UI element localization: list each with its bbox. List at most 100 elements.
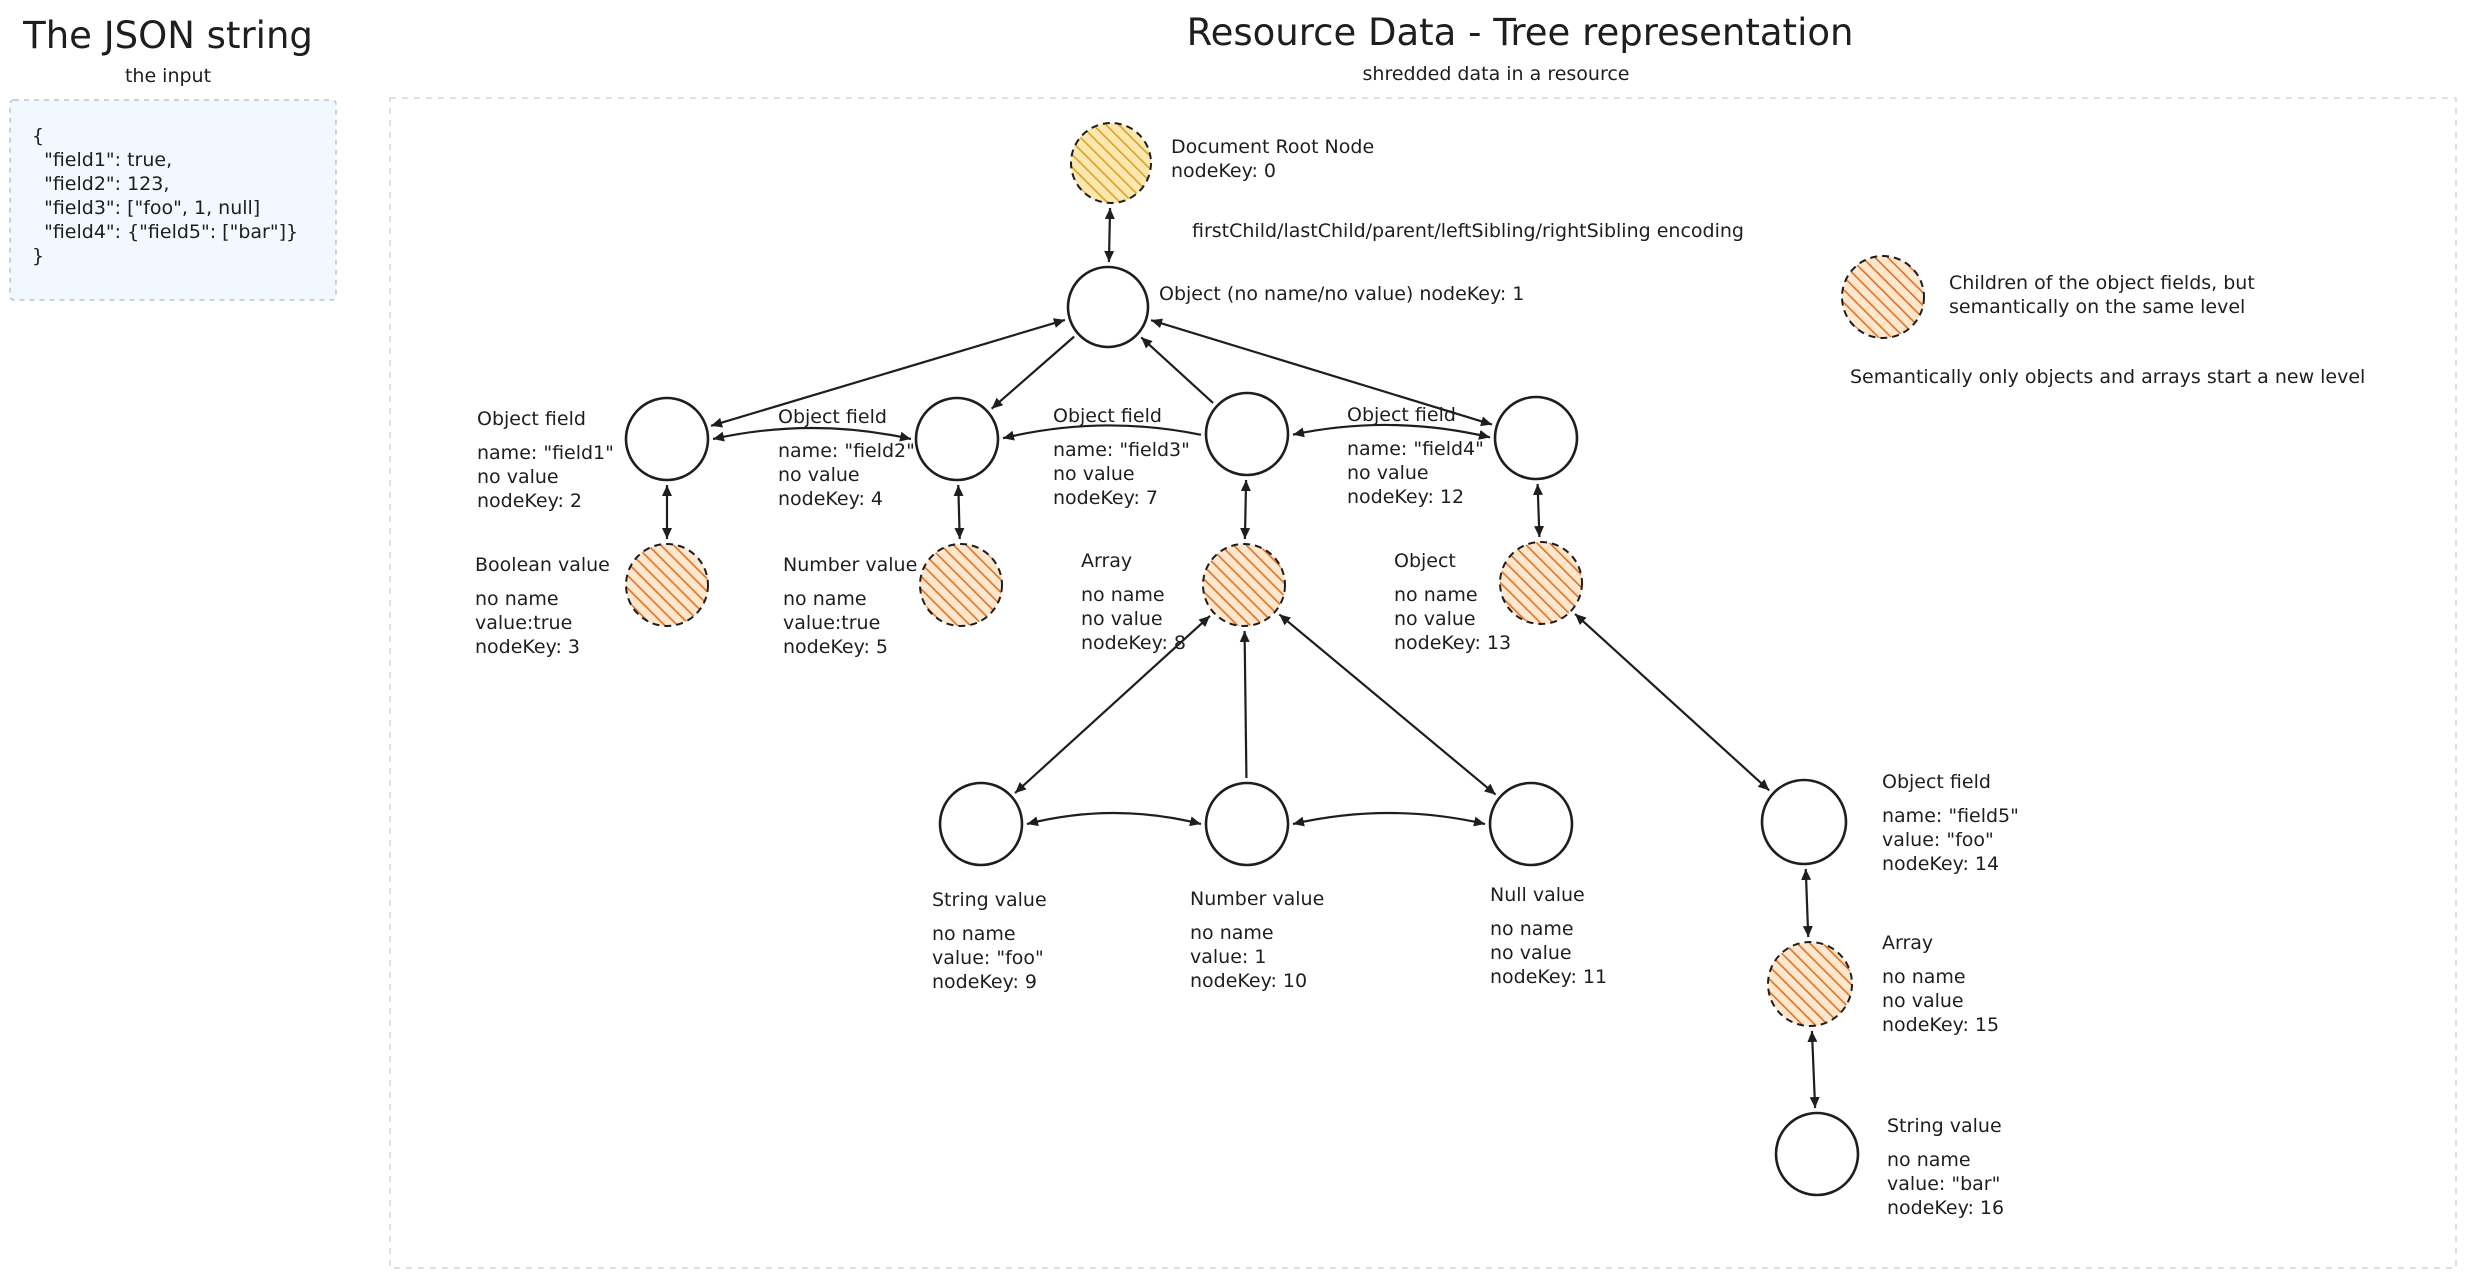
node-label-title: Object field bbox=[1347, 404, 1456, 426]
edge-arrow bbox=[1240, 479, 1251, 540]
json-line: "field4": {"field5": ["bar"]} bbox=[32, 221, 298, 243]
node-label-line: nodeKey: 7 bbox=[1053, 487, 1158, 509]
node-label-line: value: "foo" bbox=[1882, 829, 1994, 851]
node-label: Object (no name/no value) nodeKey: 1 bbox=[1159, 283, 1524, 305]
legend-note: Children of the object fields, but seman… bbox=[1949, 272, 2261, 318]
node-label-line: nodeKey: 11 bbox=[1490, 966, 1607, 988]
edge-arrow bbox=[1140, 336, 1214, 404]
node-circle bbox=[938, 781, 1024, 867]
tree-node-object: Object (no name/no value) nodeKey: 1 bbox=[1066, 265, 1524, 349]
json-line: "field2": 123, bbox=[32, 173, 169, 195]
hatched-node-circle bbox=[1499, 541, 1583, 625]
edges-layer bbox=[662, 207, 1820, 1109]
node-label-title: String value bbox=[932, 889, 1047, 911]
legend-note-line: semantically on the same level bbox=[1949, 296, 2245, 318]
node-label-line: no name bbox=[1081, 584, 1165, 606]
node-label-title: String value bbox=[1887, 1115, 2002, 1137]
node-label-title: Object field bbox=[778, 406, 887, 428]
node-label-title: Array bbox=[1882, 932, 1933, 954]
node-label-line: no value bbox=[1347, 462, 1429, 484]
node-label-line: no name bbox=[783, 588, 867, 610]
json-line: "field1": true, bbox=[32, 149, 172, 171]
node-label-line: no name bbox=[1490, 918, 1574, 940]
node-label-line: no name bbox=[1394, 584, 1478, 606]
hatched-node-circle bbox=[625, 543, 709, 627]
edge-arrow bbox=[1807, 1030, 1820, 1109]
node-label-line: value:true bbox=[475, 612, 572, 634]
edge-arrow bbox=[1292, 811, 1486, 827]
edge-arrow bbox=[710, 318, 1066, 428]
node-label-line: name: "field2" bbox=[778, 440, 915, 462]
edge-arrow bbox=[1532, 483, 1545, 538]
node-label-line: nodeKey: 9 bbox=[932, 971, 1037, 993]
node-label-line: nodeKey: 8 bbox=[1081, 632, 1186, 654]
node-label-line: name: "field5" bbox=[1882, 805, 2019, 827]
node-label-title: Array bbox=[1081, 550, 1132, 572]
level-note: Semantically only objects and arrays sta… bbox=[1850, 366, 2365, 388]
legend-note-line: Children of the object fields, but bbox=[1949, 272, 2255, 294]
node-label-line: no name bbox=[1882, 966, 1966, 988]
edge-arrow bbox=[1014, 615, 1211, 794]
node-label-line: value:true bbox=[783, 612, 880, 634]
node-circle bbox=[914, 396, 1000, 482]
node-circle bbox=[1760, 778, 1848, 866]
json-line: { bbox=[32, 125, 44, 147]
node-label-title: Document Root Node bbox=[1171, 136, 1374, 158]
node-label-line: no value bbox=[477, 466, 559, 488]
node-circle bbox=[1204, 391, 1290, 477]
edge-arrow bbox=[1574, 613, 1770, 792]
node-label: Object field name: "field5"value: "foo"no… bbox=[1882, 771, 2019, 875]
node-label-title: Boolean value bbox=[475, 554, 610, 576]
node-circle bbox=[1488, 781, 1574, 867]
node-label-line: no value bbox=[1053, 463, 1135, 485]
edge-arrow bbox=[1026, 811, 1202, 827]
hatched-node-circle bbox=[1841, 255, 1925, 339]
node-circle bbox=[1493, 395, 1579, 481]
node-label-line: no name bbox=[932, 923, 1016, 945]
main-subtitle: shredded data in a resource bbox=[1363, 63, 1630, 85]
encoding-note: firstChild/lastChild/parent/leftSibling/… bbox=[1192, 220, 1744, 242]
node-label-line: nodeKey: 4 bbox=[778, 488, 883, 510]
edge-arrow bbox=[712, 426, 912, 442]
node-circle bbox=[1774, 1111, 1860, 1197]
tree-frame bbox=[389, 97, 2457, 1269]
edge-arrow bbox=[1801, 868, 1813, 938]
json-line: } bbox=[32, 245, 44, 267]
node-label-title: Object bbox=[1394, 550, 1456, 572]
main-title: Resource Data - Tree representation bbox=[1187, 11, 1854, 54]
node-label-line: nodeKey: 14 bbox=[1882, 853, 1999, 875]
node-label-line: nodeKey: 15 bbox=[1882, 1014, 1999, 1036]
node-label-title: Object field bbox=[1882, 771, 1991, 793]
hatched-node-circle bbox=[1070, 122, 1152, 204]
node-label-line: no name bbox=[1887, 1149, 1971, 1171]
node-label-line: no name bbox=[1190, 922, 1274, 944]
json-code: { "field1": true, "field2": 123, "field3… bbox=[32, 125, 340, 267]
json-box bbox=[9, 99, 337, 301]
node-label-line: value: "foo" bbox=[932, 947, 1044, 969]
